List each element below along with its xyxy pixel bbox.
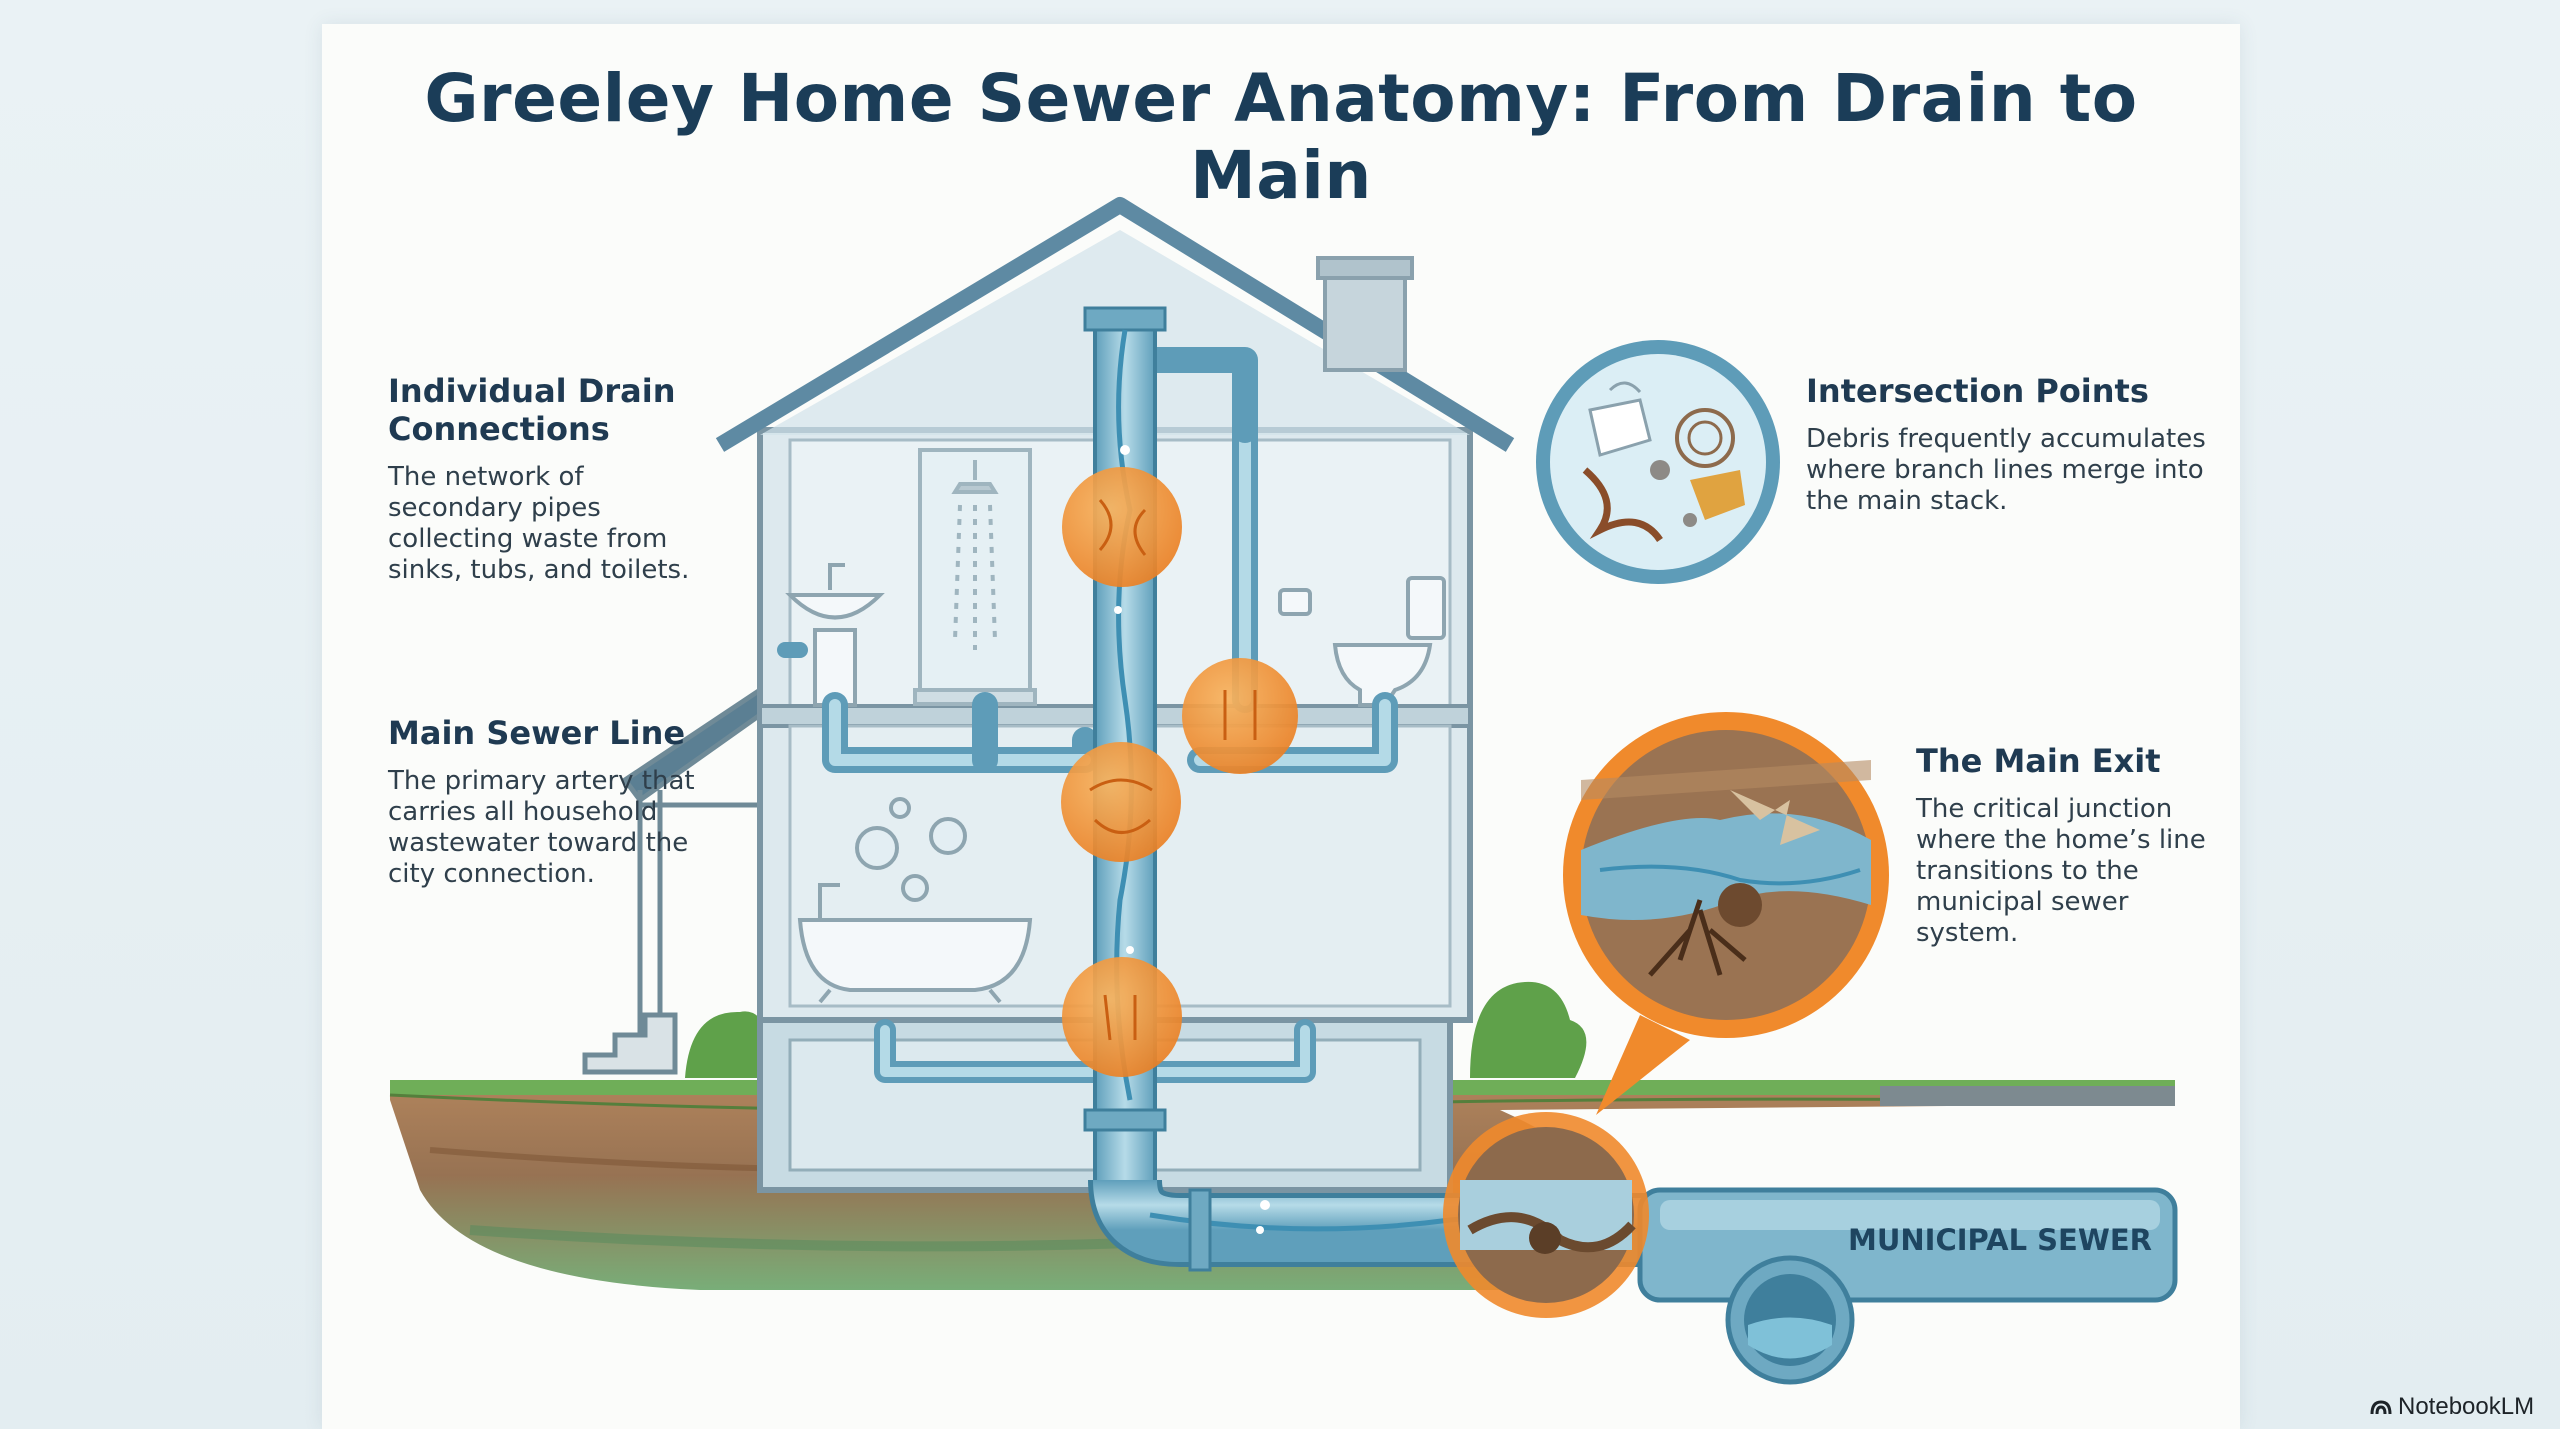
shower (913, 448, 1037, 706)
zoom-pointer (1596, 1015, 1690, 1115)
callout-main-sewer-line-heading: Main Sewer Line (388, 714, 686, 752)
callout-drain-connections: Individual Drain Connections The network… (388, 372, 718, 586)
watermark-label: NotebookLM (2398, 1393, 2535, 1420)
callout-main-sewer-line: Main Sewer Line The primary artery that … (388, 714, 718, 890)
junction-highlight-3 (1061, 742, 1181, 862)
junction-highlight-4 (1062, 957, 1182, 1077)
callout-intersection-points: Intersection Points Debris frequently ac… (1806, 372, 2206, 517)
callout-main-exit: The Main Exit The critical junction wher… (1916, 742, 2216, 949)
callout-drain-connections-heading: Individual Drain Connections (388, 372, 676, 448)
callout-main-exit-body: The critical junction where the home’s l… (1916, 794, 2206, 948)
sink-upstairs (785, 563, 885, 707)
infographic-title: Greeley Home Sewer Anatomy: From Drain t… (424, 60, 2138, 214)
municipal-sewer-pipe (1637, 1187, 2178, 1385)
bush-right (1470, 981, 1587, 1078)
bush-left (685, 1011, 780, 1078)
street-slab (1880, 1086, 2175, 1106)
bathtub (797, 797, 1033, 1004)
notebooklm-logo-icon (2370, 1400, 2392, 1415)
callout-main-sewer-line-body: The primary artery that carries all hous… (388, 766, 695, 889)
junction-highlights (1061, 467, 1298, 1077)
main-exit-zoom-large (1563, 712, 1889, 1038)
debris-zoom-bubble (1536, 340, 1780, 584)
municipal-sewer-label: MUNICIPAL SEWER (1848, 1223, 2152, 1257)
callout-intersection-points-body: Debris frequently accumulates where bran… (1806, 424, 2206, 516)
main-exit-zoom-small (1443, 1112, 1649, 1318)
junction-highlight-1 (1062, 467, 1182, 587)
callout-drain-connections-body: The network of secondary pipes collectin… (388, 462, 690, 585)
main-lateral (1088, 1177, 1651, 1272)
callout-main-exit-heading: The Main Exit (1916, 742, 2161, 780)
junction-highlight-2 (1182, 658, 1298, 774)
porch (582, 685, 763, 1075)
callout-intersection-points-heading: Intersection Points (1806, 372, 2149, 410)
toilet-upstairs (1278, 576, 1446, 707)
notebooklm-watermark: NotebookLM (2370, 1393, 2534, 1421)
